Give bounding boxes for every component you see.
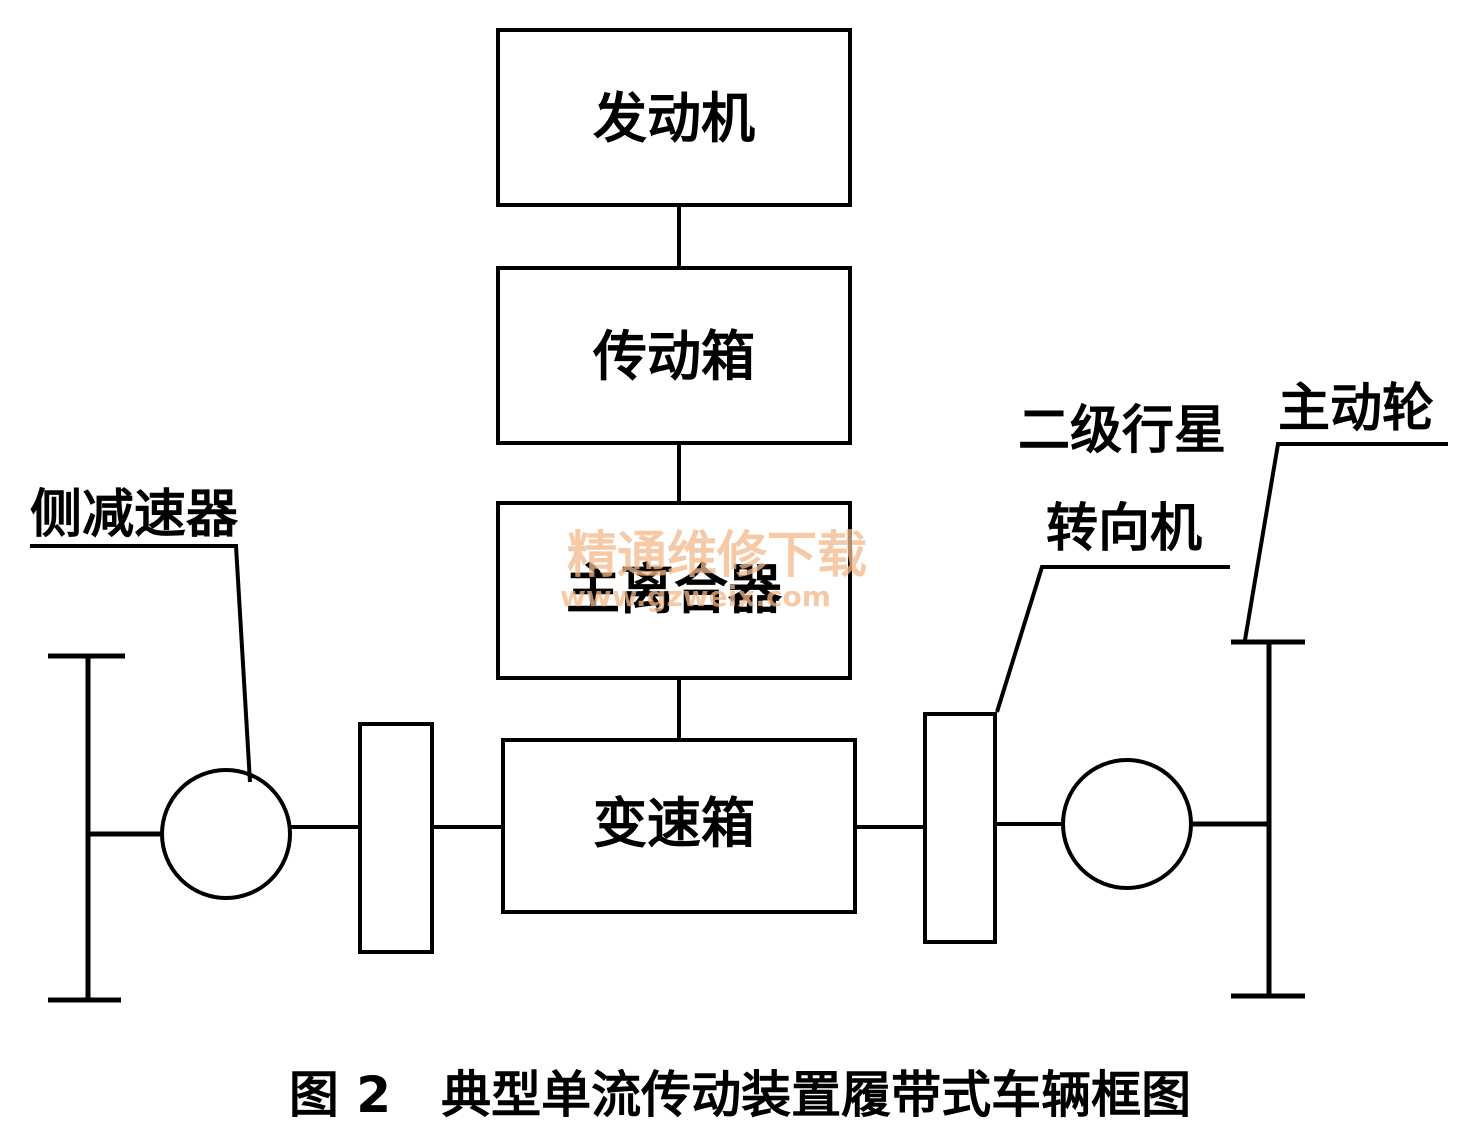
figure-caption: 图 2 典型单流传动装置履带式车辆框图	[289, 1066, 1191, 1124]
steering-mech-leader	[995, 565, 1230, 713]
gearbox-label: 变速箱	[593, 792, 755, 855]
left-final-drive-circle	[160, 768, 292, 900]
engine-box	[496, 28, 852, 207]
engine-label: 发动机	[593, 87, 755, 150]
transfer-case-label: 传动箱	[592, 325, 755, 388]
gearbox-box	[501, 738, 857, 914]
right-final-drive-circle	[1061, 758, 1193, 890]
right-steering-unit-box	[923, 712, 997, 944]
drive-wheel-label: 主动轮	[1278, 379, 1434, 439]
main-clutch-box	[496, 501, 852, 680]
drive-wheel-leader	[1243, 442, 1448, 641]
steering-mech-label-line1: 二级行星	[1018, 401, 1226, 461]
watermark-url: www.gzweix.com	[560, 580, 831, 613]
main-clutch-label: 主离合器	[566, 558, 783, 621]
final-drive-leader	[30, 544, 252, 783]
left-steering-unit-box	[358, 722, 434, 954]
watermark-text: 精通维修下载	[567, 525, 867, 584]
steering-mech-label-line2: 转向机	[1046, 499, 1202, 559]
final-drive-label: 侧减速器	[30, 485, 239, 545]
transfer-case-box	[496, 266, 852, 445]
